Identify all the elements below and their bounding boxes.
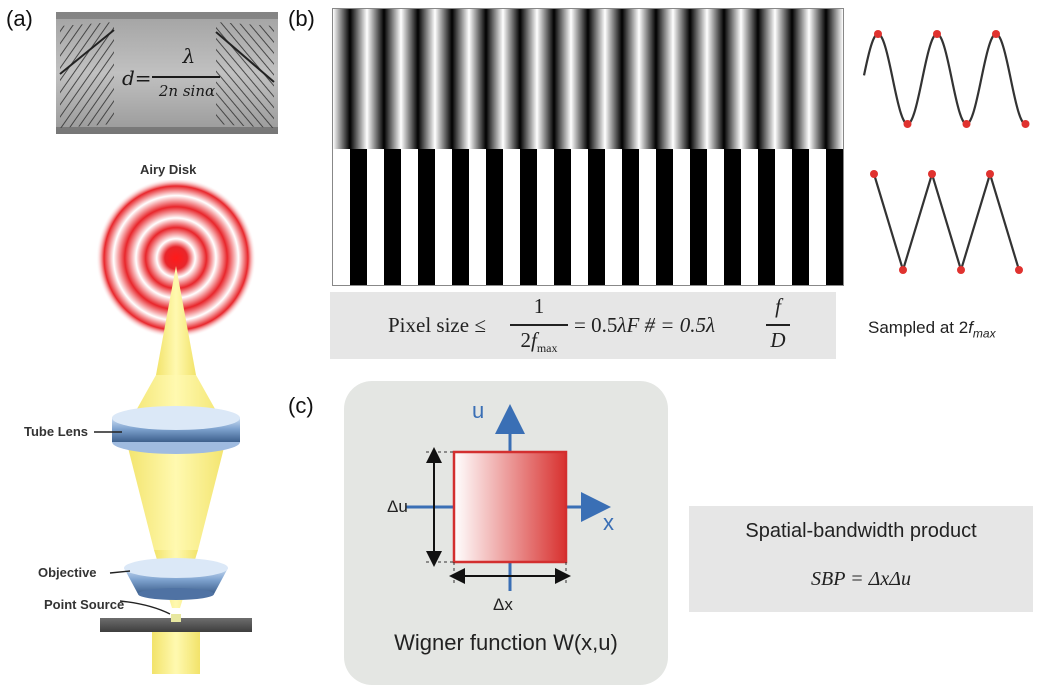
formula-middle: = 0.5λF # = 0.5λ <box>574 313 716 337</box>
sample-point <box>899 266 907 274</box>
tube-lens-label: Tube Lens <box>24 424 89 439</box>
pixel-size-formula: Pixel size ≤ 1 2fmax = 0.5λF # = 0.5λ f … <box>330 292 836 359</box>
formula-lhs: Pixel size ≤ <box>388 313 486 337</box>
wigner-diagram <box>406 404 611 591</box>
objective-label: Objective <box>38 565 97 580</box>
wigner-support-box <box>452 450 568 564</box>
sample-point <box>957 266 965 274</box>
fraction1-numerator: 1 <box>533 294 545 318</box>
photo-formula-denominator: 2n sinα <box>158 82 216 100</box>
sampling-waves <box>862 30 1030 274</box>
u-axis-label: u <box>472 398 485 423</box>
zigzag-sample-points <box>870 170 1023 274</box>
sine-sample-points <box>874 30 1030 128</box>
fraction2-bar <box>766 324 790 326</box>
photo-formula-bar <box>152 76 220 78</box>
delta-x-label: Δx <box>493 595 513 614</box>
fraction2-denominator: D <box>770 328 786 352</box>
sample-point <box>933 30 941 38</box>
sbp-panel: Spatial-bandwidth product SBP = ΔxΔu <box>689 506 1033 612</box>
tube-lens <box>112 406 240 454</box>
sample-point <box>903 120 912 128</box>
sample-point <box>874 30 882 38</box>
delta-u-label: Δu <box>387 497 408 516</box>
sample-point <box>992 30 1000 38</box>
panel-label-b: (b) <box>288 6 315 31</box>
airy-disk <box>96 180 256 338</box>
sample-point <box>928 170 936 178</box>
sample-point <box>1021 120 1030 128</box>
objective-lens <box>124 558 228 600</box>
x-axis-label: x <box>603 510 614 535</box>
sample-point <box>986 170 994 178</box>
airy-disk-label: Airy Disk <box>140 162 197 177</box>
point-source-label: Point Source <box>44 597 125 612</box>
sampled-zigzag <box>872 170 1021 274</box>
sample-point <box>962 120 971 128</box>
binary-grating <box>333 149 843 285</box>
fraction1-denominator: 2fmax <box>520 328 558 356</box>
photo-formula-lhs: d= <box>122 66 152 90</box>
light-cone <box>156 266 196 375</box>
sinusoidal-grating <box>333 9 843 149</box>
sampled-at-label: Sampled at 2fmax <box>868 318 996 341</box>
engraved-photo: d= λ 2n sinα <box>56 12 278 134</box>
grating-panel <box>332 8 844 286</box>
light-column <box>124 432 228 550</box>
fraction2-numerator: f <box>775 294 781 318</box>
sbp-formula: SBP = ΔxΔu <box>811 568 911 590</box>
sample-point <box>870 170 878 178</box>
fraction1-bar <box>510 324 568 326</box>
panel-label-a: (a) <box>6 6 33 31</box>
microscope-illustration <box>94 180 256 674</box>
wigner-caption: Wigner function W(x,u) <box>394 630 618 655</box>
sine-wave <box>862 32 1029 126</box>
sample-stage <box>100 614 252 632</box>
panel-label-c: (c) <box>288 393 314 418</box>
sbp-title: Spatial-bandwidth product <box>745 520 977 542</box>
photo-formula-numerator: λ <box>182 44 196 68</box>
sample-point <box>1015 266 1023 274</box>
